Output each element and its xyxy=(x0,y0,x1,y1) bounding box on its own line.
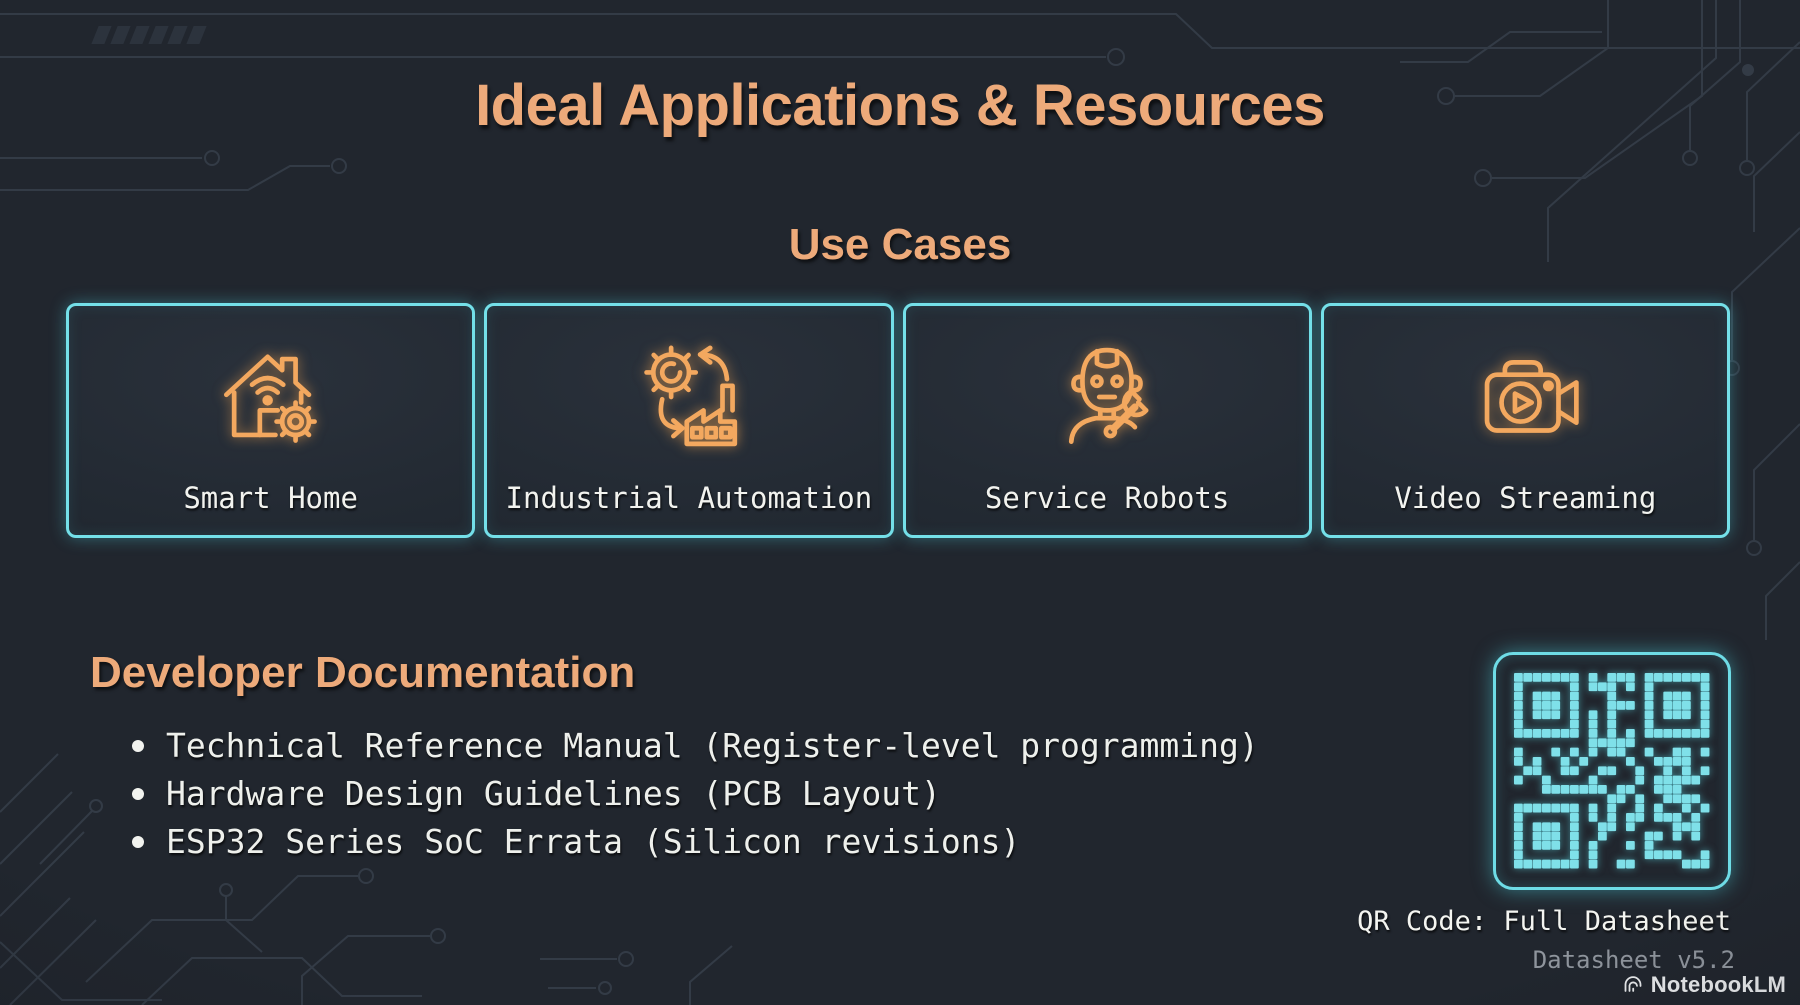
qr-code-panel xyxy=(1493,652,1731,890)
datasheet-version-label: Datasheet v5.2 xyxy=(1532,946,1735,974)
qr-code-caption: QR Code: Full Datasheet xyxy=(1357,906,1731,937)
doc-list-item: ESP32 Series SoC Errata (Silicon revisio… xyxy=(132,818,1259,866)
use-case-card-smart-home: Smart Home xyxy=(66,303,476,538)
use-case-label: Video Streaming xyxy=(1394,481,1657,515)
use-case-card-industrial-automation: Industrial Automation xyxy=(484,303,894,538)
doc-list-item: Hardware Design Guidelines (PCB Layout) xyxy=(132,770,1259,818)
notebooklm-watermark: NotebookLM xyxy=(1622,972,1786,998)
qr-code xyxy=(1514,673,1710,869)
service-robots-icon xyxy=(1040,306,1174,481)
notebooklm-logo-icon xyxy=(1624,976,1642,992)
hazard-stripes-decoration xyxy=(91,26,207,44)
use-case-label: Service Robots xyxy=(984,481,1230,515)
use-case-label: Industrial Automation xyxy=(505,481,873,515)
watermark-text: NotebookLM xyxy=(1650,972,1786,997)
use-case-cards-row: Smart Home xyxy=(66,303,1730,538)
page-title: Ideal Applications & Resources xyxy=(475,73,1325,138)
use-cases-heading: Use Cases xyxy=(788,220,1012,269)
use-case-label: Smart Home xyxy=(183,481,358,515)
developer-documentation-list: Technical Reference Manual (Register-lev… xyxy=(132,722,1259,866)
developer-documentation-heading: Developer Documentation xyxy=(90,648,636,697)
use-case-card-video-streaming: Video Streaming xyxy=(1320,303,1730,538)
industrial-automation-icon xyxy=(622,306,756,481)
video-streaming-icon xyxy=(1458,306,1592,481)
use-case-card-service-robots: Service Robots xyxy=(902,303,1312,538)
doc-list-item: Technical Reference Manual (Register-lev… xyxy=(132,722,1259,770)
smart-home-icon xyxy=(204,306,338,481)
